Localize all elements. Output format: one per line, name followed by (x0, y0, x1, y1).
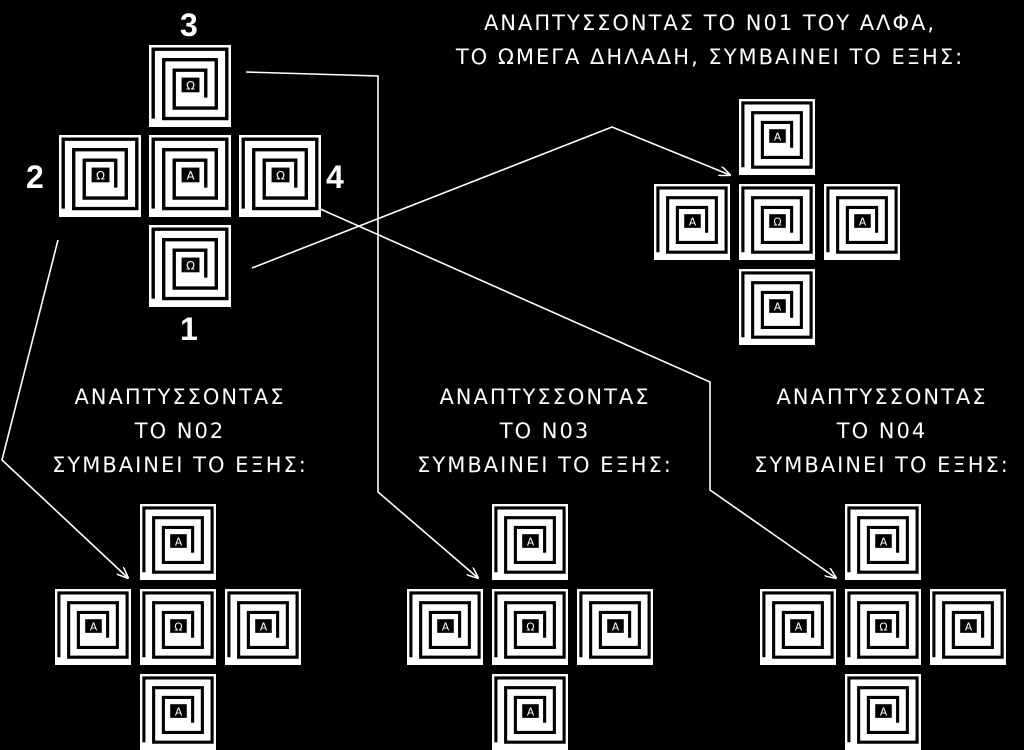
arrow-from-4 (317, 207, 836, 578)
glyph-omega: Ω (186, 259, 195, 273)
cross-unfold-4-tile-right: Α (930, 589, 1006, 665)
caption-unfold-3-line2: ΤΟ Ν03 (499, 419, 591, 443)
cross-unfold-1-tile-center: Ω (739, 184, 815, 260)
cross-unfold-2-tile-center: Ω (140, 589, 216, 665)
cross-unfold-3-tile-left: Α (407, 589, 483, 665)
caption-unfold-2: ΑΝΑΠΤΥΣΣΟΝΤΑΣ ΤΟ Ν02 ΣΥΜΒΑΙΝΕΙ ΤΟ ΕΞΗΣ: (20, 380, 340, 482)
caption-unfold-4-line2: ΤΟ Ν04 (836, 419, 928, 443)
glyph-alpha: Α (689, 215, 697, 228)
arrow-from-3 (245, 71, 478, 578)
glyph-alpha: Α (527, 535, 535, 548)
caption-unfold-3: ΑΝΑΠΤΥΣΣΟΝΤΑΣ ΤΟ Ν03 ΣΥΜΒΑΙΝΕΙ ΤΟ ΕΞΗΣ: (385, 380, 705, 482)
label-number-1: 1 (180, 311, 198, 347)
cross-original: Ω Ω Α Ω Ω (59, 45, 321, 307)
caption-unfold-1-line2: ΤΟ ΩΜΕΓΑ ΔΗΛΑΔΗ, ΣΥΜΒΑΙΝΕΙ ΤΟ ΕΞΗΣ: (455, 45, 965, 69)
cross-unfold-3-tile-right: Α (577, 589, 653, 665)
label-number-2: 2 (26, 159, 44, 195)
glyph-omega: Ω (526, 620, 534, 633)
cross-unfold-2: Α Α Ω Α Α (55, 504, 301, 750)
glyph-alpha: Α (527, 705, 535, 718)
glyph-omega: Ω (879, 620, 887, 633)
glyph-alpha: Α (880, 705, 888, 718)
cross-unfold-4-tile-center: Ω (845, 589, 921, 665)
cross-unfold-3-tile-bottom: Α (492, 674, 568, 750)
arrows (1, 71, 836, 578)
cross-original-tile-center: Α (149, 135, 231, 217)
glyph-alpha: Α (880, 535, 888, 548)
cross-original-tile-left: Ω (59, 135, 141, 217)
cross-unfold-2-tile-right: Α (225, 589, 301, 665)
caption-unfold-2-line2: ΤΟ Ν02 (134, 419, 226, 443)
label-number-3: 3 (180, 7, 198, 43)
glyph-alpha: Α (612, 620, 620, 633)
cross-unfold-1-tile-bottom: Α (739, 269, 815, 345)
caption-unfold-3-line3: ΣΥΜΒΑΙΝΕΙ ΤΟ ΕΞΗΣ: (417, 453, 673, 477)
caption-unfold-2-line3: ΣΥΜΒΑΙΝΕΙ ΤΟ ΕΞΗΣ: (52, 453, 308, 477)
glyph-omega: Ω (276, 169, 285, 183)
cross-unfold-3: Α Α Ω Α Α (407, 504, 653, 750)
glyph-omega: Ω (773, 215, 781, 228)
glyph-alpha: Α (774, 130, 782, 143)
cross-original-tile-right: Ω (239, 135, 321, 217)
cross-unfold-1: Α Α Ω Α Α (654, 99, 900, 345)
label-number-4: 4 (326, 159, 344, 195)
cross-unfold-2-tile-bottom: Α (140, 674, 216, 750)
cross-unfold-4-tile-bottom: Α (845, 674, 921, 750)
cross-original-tile-top: Ω (149, 45, 231, 127)
caption-unfold-4: ΑΝΑΠΤΥΣΣΟΝΤΑΣ ΤΟ Ν04 ΣΥΜΒΑΙΝΕΙ ΤΟ ΕΞΗΣ: (732, 380, 1024, 482)
arrow-from-1 (251, 126, 730, 269)
glyph-alpha: Α (859, 215, 867, 228)
glyph-alpha: Α (774, 300, 782, 313)
cross-unfold-2-tile-left: Α (55, 589, 131, 665)
caption-unfold-1-line1: ΑΝΑΠΤΥΣΣΟΝΤΑΣ ΤΟ Ν01 ΤΟΥ ΑΛΦΑ, (483, 11, 937, 35)
glyph-omega: Ω (96, 169, 105, 183)
caption-unfold-4-line3: ΣΥΜΒΑΙΝΕΙ ΤΟ ΕΞΗΣ: (754, 453, 1010, 477)
caption-unfold-4-line1: ΑΝΑΠΤΥΣΣΟΝΤΑΣ (776, 385, 988, 409)
caption-unfold-1: ΑΝΑΠΤΥΣΣΟΝΤΑΣ ΤΟ Ν01 ΤΟΥ ΑΛΦΑ, ΤΟ ΩΜΕΓΑ … (430, 6, 990, 74)
glyph-omega: Ω (174, 620, 182, 633)
arrow-from-2 (1, 239, 128, 578)
glyph-alpha: Α (175, 535, 183, 548)
glyph-alpha: Α (187, 169, 195, 183)
glyph-alpha: Α (965, 620, 973, 633)
glyph-omega: Ω (186, 79, 195, 93)
glyph-alpha: Α (90, 620, 98, 633)
cross-unfold-3-tile-top: Α (492, 504, 568, 580)
cross-unfold-4: Α Α Ω Α Α (760, 504, 1006, 750)
glyph-alpha: Α (795, 620, 803, 633)
glyph-alpha: Α (175, 705, 183, 718)
cross-unfold-1-tile-top: Α (739, 99, 815, 175)
cross-unfold-2-tile-top: Α (140, 504, 216, 580)
cross-unfold-1-tile-right: Α (824, 184, 900, 260)
glyph-alpha: Α (442, 620, 450, 633)
caption-unfold-2-line1: ΑΝΑΠΤΥΣΣΟΝΤΑΣ (74, 385, 286, 409)
glyph-alpha: Α (260, 620, 268, 633)
cross-unfold-4-tile-top: Α (845, 504, 921, 580)
cross-unfold-1-tile-left: Α (654, 184, 730, 260)
caption-unfold-3-line1: ΑΝΑΠΤΥΣΣΟΝΤΑΣ (439, 385, 651, 409)
cross-unfold-4-tile-left: Α (760, 589, 836, 665)
cross-unfold-3-tile-center: Ω (492, 589, 568, 665)
cross-original-tile-bottom: Ω (149, 225, 231, 307)
